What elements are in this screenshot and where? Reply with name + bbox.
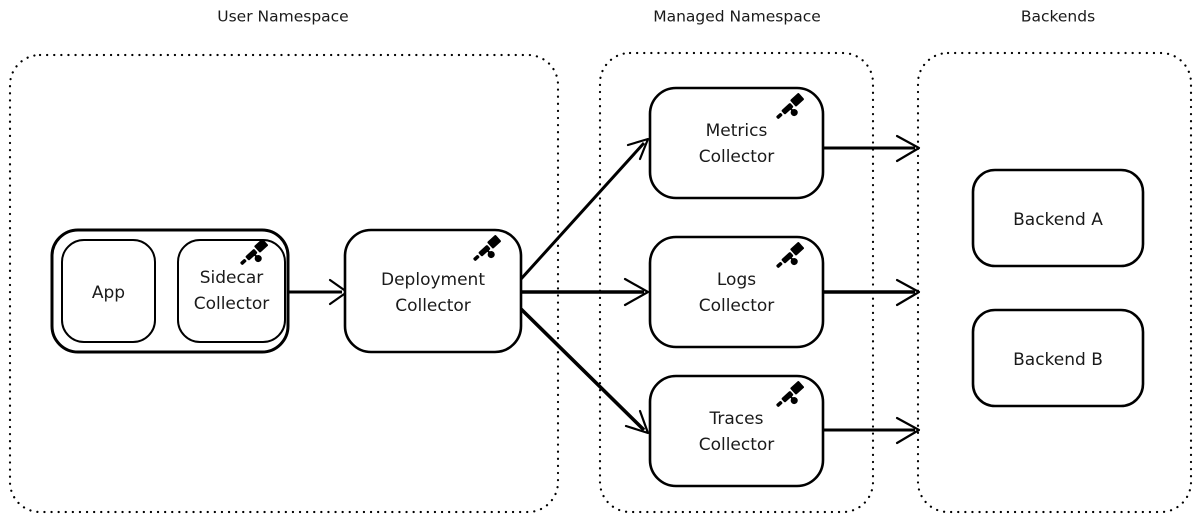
edge-layer bbox=[156, 134, 921, 445]
node-logs-collector-label-line-2: Collector bbox=[699, 296, 775, 316]
zone-title-backends: Backends bbox=[1021, 8, 1095, 26]
node-deployment-collector-label-line-2: Collector bbox=[395, 296, 471, 316]
node-traces-collector-label-line-1: Traces bbox=[709, 409, 764, 429]
node-logs-collector[interactable]: Logs Collector bbox=[648, 235, 825, 349]
node-app[interactable]: App bbox=[61, 239, 156, 343]
node-logs-collector-label-line-1: Logs bbox=[717, 270, 756, 290]
node-deployment-collector[interactable]: Deployment Collector bbox=[343, 228, 523, 354]
zone-border-backends bbox=[916, 51, 1193, 514]
node-app-label: App bbox=[92, 283, 125, 303]
edge-deployment-to-traces-collector bbox=[519, 307, 650, 435]
node-traces-collector[interactable]: Traces Collector bbox=[648, 374, 825, 488]
node-sidecar-collector-box[interactable] bbox=[177, 239, 286, 343]
node-backend-b-box[interactable] bbox=[971, 308, 1145, 408]
node-sidecar-collector-label-line-1: Sidecar bbox=[200, 268, 264, 288]
node-backend-a-box[interactable] bbox=[971, 168, 1145, 268]
node-backend-b[interactable]: Backend B bbox=[971, 308, 1145, 408]
node-backend-a[interactable]: Backend A bbox=[971, 168, 1145, 268]
node-traces-collector-label-line-2: Collector bbox=[699, 435, 775, 455]
node-deployment-collector-label-line-1: Deployment bbox=[381, 270, 485, 290]
node-sidecar-collector[interactable]: Sidecar Collector bbox=[177, 237, 286, 343]
edge-traces-collector-to-backends bbox=[824, 416, 921, 445]
edge-deployment-to-metrics-collector bbox=[519, 137, 650, 281]
edge-metrics-collector-to-backends bbox=[824, 134, 921, 163]
node-backend-a-label: Backend A bbox=[1013, 210, 1103, 230]
node-metrics-collector-label-line-1: Metrics bbox=[706, 121, 768, 141]
edge-sidecar-to-deployment-collector bbox=[286, 278, 349, 306]
node-metrics-collector-label-line-2: Collector bbox=[699, 147, 775, 167]
node-deployment-collector-box[interactable] bbox=[343, 228, 523, 354]
zone-border-managed-namespace bbox=[598, 51, 875, 514]
node-metrics-collector[interactable]: Metrics Collector bbox=[648, 86, 825, 200]
node-backend-b-label: Backend B bbox=[1013, 350, 1103, 370]
edge-logs-collector-to-backends bbox=[824, 278, 921, 307]
edge-deployment-to-logs-collector bbox=[521, 277, 650, 307]
node-app-box[interactable] bbox=[61, 239, 156, 343]
zone-title-managed-namespace: Managed Namespace bbox=[653, 8, 821, 26]
zone-title-user-namespace: User Namespace bbox=[217, 8, 348, 26]
node-sidecar-collector-label-line-2: Collector bbox=[194, 294, 270, 314]
